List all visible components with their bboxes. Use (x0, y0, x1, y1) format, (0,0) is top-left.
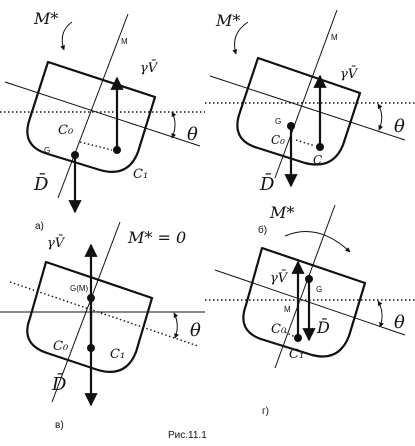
point-c1-g (294, 334, 302, 342)
figure-caption: Рис.11.1 (168, 430, 207, 441)
moment-arc-g (284, 231, 351, 253)
hull-outline-a (26, 60, 157, 173)
point-c1-a (113, 146, 121, 154)
label-c1-g: C₁ (289, 347, 304, 362)
label-moment-v: M* = 0 (127, 228, 186, 247)
center-shift-path-g (284, 331, 296, 338)
center-shift-path-b (295, 139, 316, 147)
label-metacenter-a: M (121, 37, 128, 46)
label-c0-v: C₀ (53, 339, 69, 354)
label-theta-a: θ (187, 124, 198, 145)
label-metacenter-g: M (284, 305, 291, 314)
theta-arc-a (171, 111, 177, 139)
point-gm-v (87, 294, 95, 302)
panel-g: M* γV̄ G M C₀ D̄ C₁ θ г) (205, 203, 415, 417)
label-c0-g: C₀ (271, 322, 287, 337)
label-moment-b: M* (215, 11, 240, 30)
label-weight-b: D̄ (259, 172, 275, 195)
label-theta-b: θ (394, 116, 405, 137)
panel-a: M* M γV̄ C₀ G C₁ D̄ θ а) (0, 9, 205, 232)
moment-arc-b (232, 21, 249, 55)
hull-outline-v (26, 260, 154, 373)
moment-arc-a (60, 21, 73, 51)
waterline-heeled-a (4, 81, 201, 147)
label-c1-v: C₁ (110, 347, 125, 362)
caption-b: б) (258, 224, 267, 236)
caption-a: а) (35, 221, 44, 232)
ship-centerline-a (57, 13, 129, 199)
label-c0-b: C₀ (271, 133, 285, 147)
label-theta-v: θ (190, 320, 201, 341)
label-c0-a: C₀ (58, 123, 74, 138)
label-buoyancy-g: γV̄ (270, 270, 289, 286)
label-buoyancy-b: γV̄ (340, 66, 359, 82)
label-g-a: G (44, 146, 50, 155)
label-g-g: G (316, 285, 322, 294)
hull-outline-b (236, 56, 362, 166)
point-g-a (71, 151, 79, 159)
point-c1-v (87, 344, 95, 352)
waterline-heeled-v (9, 281, 199, 347)
label-moment-a: M* (33, 9, 58, 28)
panel-b: M* M γV̄ G C₀ C D̄ θ б) (205, 9, 415, 236)
label-weight-v: D̄ (51, 372, 67, 395)
caption-v: в) (55, 420, 64, 431)
label-weight-a: D̄ (33, 172, 49, 195)
theta-arc-v (173, 312, 179, 339)
waterline-heeled-b (209, 75, 406, 141)
ship-centerline-b (274, 9, 338, 179)
theta-arc-b (377, 103, 384, 131)
label-buoyancy-v: γV̄ (47, 235, 66, 251)
label-moment-g: M* (269, 203, 294, 222)
theta-arc-g (377, 300, 384, 328)
panel-v: γV̄ M* = 0 G(M) C₀ C₁ D̄ θ в) (0, 221, 205, 431)
label-c1-b: C (313, 153, 322, 167)
hull-outline-g (242, 246, 367, 358)
label-metacenter-b: M (331, 33, 338, 42)
caption-g: г) (262, 406, 269, 417)
label-c1-a: C₁ (133, 167, 148, 182)
ship-centerline-v (51, 221, 121, 403)
point-c1-b (316, 143, 324, 151)
point-g-b (287, 122, 295, 130)
label-g-b: G (275, 117, 281, 126)
label-theta-g: θ (394, 312, 405, 333)
point-g-g (305, 275, 313, 283)
ship-centerline-g (274, 204, 336, 369)
label-buoyancy-a: γV̄ (140, 60, 159, 76)
center-shift-path-a (79, 141, 113, 151)
label-weight-g: D̄ (316, 316, 330, 337)
label-gm-v: G(M) (70, 284, 89, 293)
